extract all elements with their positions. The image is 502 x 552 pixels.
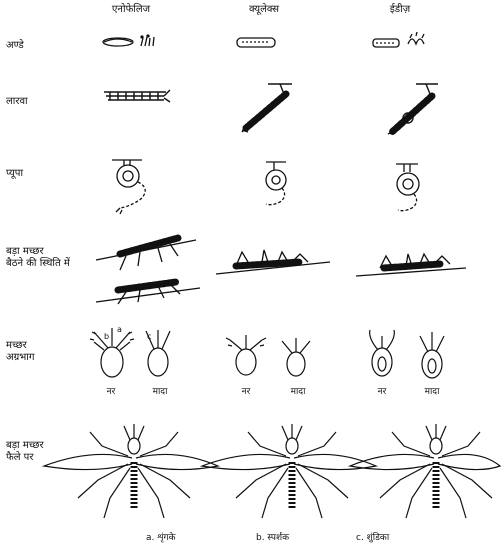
larva-aedes [388, 84, 438, 134]
spread-adult-aedes [350, 424, 500, 518]
head-culex-male [226, 335, 266, 375]
resting-adult-anopheles [96, 238, 200, 304]
resting-adult-aedes [356, 254, 466, 276]
pupa-culex [266, 162, 286, 205]
spread-adult-anopheles [44, 424, 218, 518]
pupa-anopheles [112, 160, 145, 214]
eggs-anopheles [103, 35, 154, 46]
larva-culex [242, 84, 292, 132]
resting-adult-culex [216, 250, 330, 274]
head-aedes-male [370, 330, 395, 376]
head-anopheles-female [146, 330, 170, 376]
head-aedes-female [420, 332, 444, 378]
head-culex-female [282, 338, 310, 376]
eggs-culex [237, 38, 275, 47]
eggs-aedes [373, 32, 424, 47]
pupa-aedes [396, 164, 419, 211]
head-anopheles-male [90, 328, 134, 377]
spread-adult-culex [202, 424, 376, 518]
larva-anopheles [104, 90, 170, 102]
